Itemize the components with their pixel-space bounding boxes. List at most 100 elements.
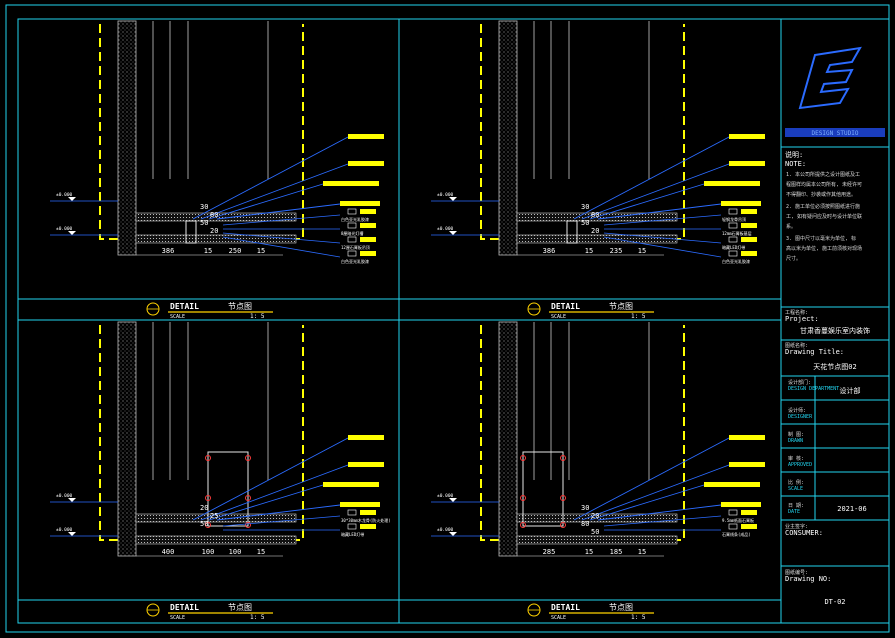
- callout-box: [347, 236, 357, 243]
- material-note: 30*30mm木龙骨(防火处理): [341, 517, 391, 523]
- timber-joist: [520, 522, 526, 528]
- material-note: 8厘暗光灯槽: [341, 230, 363, 236]
- project-name: 甘肃香蔓娱乐室内装饰: [800, 326, 870, 335]
- callout-tag: [741, 209, 757, 214]
- detail-title-cn: 节点图: [228, 302, 252, 311]
- highlight-tag: [729, 161, 765, 166]
- material-note: 白色亚光乳胶漆: [722, 258, 750, 264]
- dimension-value: 185: [610, 548, 623, 556]
- detail-title-cn: 节点图: [228, 603, 252, 612]
- scale-label-en: SCALE: [788, 486, 803, 492]
- ceiling-board-lower: [516, 234, 678, 244]
- leader-line: [581, 464, 730, 521]
- timber-joist: [560, 522, 566, 528]
- highlight-tag: [323, 482, 379, 487]
- callout-box: [728, 222, 738, 229]
- level-value: ±0.000: [437, 527, 454, 533]
- leader-line: [216, 504, 341, 521]
- date-label-en: DATE: [788, 509, 800, 515]
- callout-tag: [360, 251, 376, 256]
- callout-leader: [222, 232, 341, 244]
- highlight-tag: [340, 201, 380, 206]
- timber-joist: [520, 455, 526, 461]
- dimension-value: 15: [638, 548, 646, 556]
- callout-leader: [222, 214, 341, 226]
- material-note: 12mm石膏板基层: [722, 230, 752, 236]
- drawn-label-en: DRAWN: [788, 438, 803, 444]
- callout-box: [728, 523, 738, 530]
- timber-joist: [245, 522, 251, 528]
- detail-title-en: DETAIL: [551, 302, 580, 311]
- light-trough: [566, 220, 578, 244]
- level-value: ±0.000: [437, 493, 454, 499]
- highlight-tag: [704, 181, 760, 186]
- level-marker-icon: [449, 231, 457, 235]
- dimension-value: 100: [229, 548, 242, 556]
- highlight-tag: [348, 134, 384, 139]
- detail-title-cn: 节点图: [609, 603, 633, 612]
- level-marker-icon: [449, 532, 457, 536]
- vertical-dimension: 80: [581, 520, 589, 528]
- level-value: ±0.000: [56, 192, 73, 198]
- leader-line: [216, 203, 341, 220]
- leader-line: [589, 484, 705, 521]
- notes-heading: 说明:: [785, 150, 803, 159]
- timber-joist: [245, 495, 251, 501]
- ceiling-board-lower: [135, 234, 297, 244]
- ceiling-board-lower: [516, 535, 678, 545]
- wall-section: [117, 321, 137, 557]
- callout-tag: [741, 251, 757, 256]
- note-line: 程图样均属本公司所有, 未经许可: [786, 181, 862, 188]
- highlight-tag: [721, 502, 761, 507]
- timber-joist: [520, 495, 526, 501]
- callout-box: [728, 250, 738, 257]
- detail-scale-value: 1: 5: [631, 313, 646, 320]
- level-marker-icon: [68, 231, 76, 235]
- callout-leader: [603, 515, 722, 527]
- dimension-value: 250: [229, 247, 242, 255]
- dimension-value: 386: [543, 247, 556, 255]
- callout-leader: [603, 236, 722, 258]
- detail-title-en: DETAIL: [170, 603, 199, 612]
- timber-joist: [205, 455, 211, 461]
- note-line: 2. 施工单位必须按照图纸进行施: [786, 203, 860, 210]
- detail-scale-value: 1: 5: [631, 614, 646, 621]
- callout-box: [347, 222, 357, 229]
- highlight-tag: [340, 502, 380, 507]
- logo-caption: DESIGN STUDIO: [812, 130, 859, 137]
- design-dept-label-en: DESIGN DEPARTMENT: [788, 386, 839, 392]
- note-line: 系。: [786, 223, 796, 230]
- title-block-frame: [780, 18, 890, 624]
- leader-line: [581, 163, 730, 220]
- dimension-value: 386: [162, 247, 175, 255]
- material-note: 9.5mm纸面石膏板: [722, 517, 754, 523]
- detail-scale-label: SCALE: [170, 314, 185, 320]
- client-label-en: CONSUMER:: [785, 529, 823, 537]
- note-line: 尺寸。: [786, 255, 801, 262]
- detail-scale-value: 1: 5: [250, 313, 265, 320]
- dimension-value: 15: [257, 247, 265, 255]
- highlight-tag: [721, 201, 761, 206]
- callout-box: [347, 509, 357, 516]
- highlight-tag: [729, 435, 765, 440]
- note-line: 高以米为单位, 施工前须核对现场: [786, 245, 862, 252]
- wall-section: [498, 321, 518, 557]
- drawing-title: 天花节点图02: [813, 362, 856, 371]
- callout-box: [347, 523, 357, 530]
- title-block: DESIGN STUDIO 说明: NOTE: 1. 本公司所提供之设计图纸及工…: [780, 18, 890, 624]
- vertical-dimension: 30: [200, 203, 208, 211]
- highlight-tag: [704, 482, 760, 487]
- highlight-tag: [729, 134, 765, 139]
- drawing-number: DT-02: [824, 598, 845, 606]
- scale-label: 比 例:: [788, 479, 804, 486]
- dimension-value: 15: [204, 247, 212, 255]
- client-label: 业主签字:: [785, 523, 808, 530]
- callout-leader: [603, 232, 722, 244]
- detail-scale-label: SCALE: [551, 615, 566, 621]
- callout-leader: [603, 214, 722, 226]
- leader-line: [573, 136, 730, 220]
